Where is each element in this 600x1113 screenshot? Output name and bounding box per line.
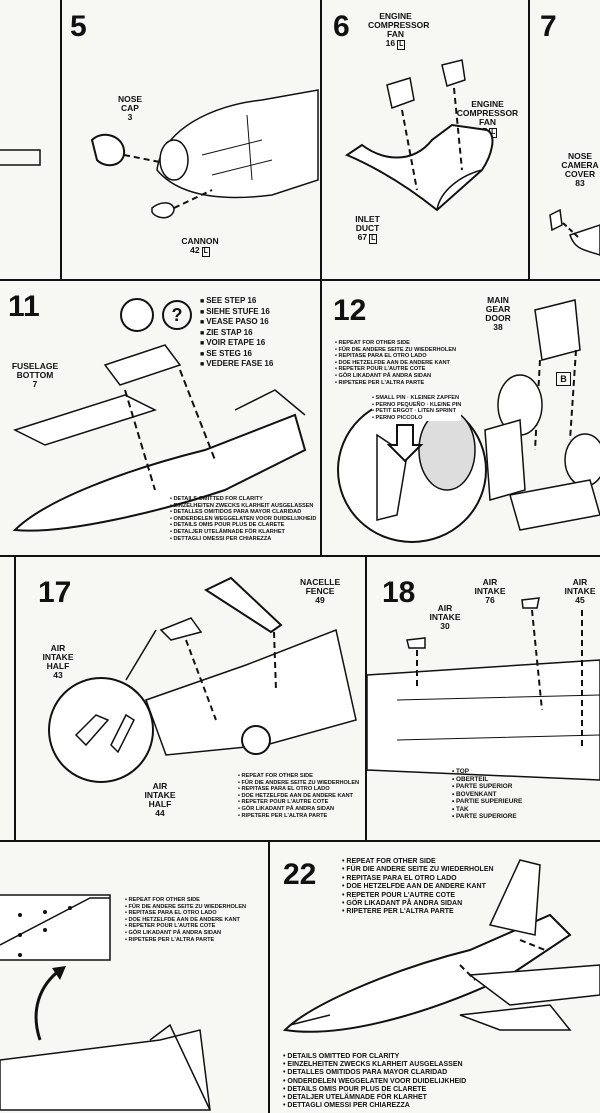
question-mark-icon: ? — [162, 300, 192, 330]
aircraft-wing-drawing — [270, 855, 600, 1055]
step-18-number: 18 — [382, 576, 416, 609]
inlet-duct-drawing — [322, 40, 527, 250]
main-gear-drawing — [480, 300, 600, 540]
row-divider-1 — [0, 279, 600, 281]
top-notes: TOPOBERTEIL PARTE SUPERIORBOVENKANT PART… — [452, 768, 522, 821]
step-12-repeat-notes: REPEAT FOR OTHER SIDEFÜR DIE ANDERE SEIT… — [335, 340, 457, 386]
badge-b: B — [556, 372, 571, 386]
wing-flap-drawing — [0, 850, 268, 1110]
step-22-number: 22 — [283, 858, 317, 891]
small-pin-notes: SMALL PIN · KLEINER ZAPFENPERNO PEQUEÑO … — [372, 395, 462, 422]
col-divider-r1a — [60, 0, 62, 279]
fuselage-assembly-drawing — [5, 340, 315, 540]
step-12-number: 12 — [333, 294, 367, 327]
col-divider-r3b — [365, 555, 367, 840]
gear-detail-circle — [337, 395, 487, 545]
hand-detail-icon — [120, 298, 154, 332]
see-step-list: SEE STEP 16SIEHE STUFE 16 VEASE PASO 16Z… — [200, 296, 273, 370]
row-divider-2 — [0, 555, 600, 557]
camera-cover-drawing — [530, 195, 600, 265]
step-6-number: 6 — [333, 10, 350, 43]
col-divider-r3a — [14, 555, 16, 840]
step-22-repeat-notes: REPEAT FOR OTHER SIDEFÜR DIE ANDERE SEIT… — [342, 858, 493, 917]
col-divider-r1b — [320, 0, 322, 279]
col-divider-r1c — [528, 0, 530, 279]
nacelle-drawing — [16, 570, 364, 770]
step-11-details-notes: DETAILS OMITTED FOR CLARITYEINZELHEITEN … — [170, 496, 317, 542]
step-17-repeat-notes: REPEAT FOR OTHER SIDEFÜR DIE ANDERE SEIT… — [238, 773, 360, 819]
row-divider-3 — [0, 840, 600, 842]
step-7-number: 7 — [540, 10, 557, 43]
partial-drawing-left — [0, 120, 60, 200]
intake-fuselage-drawing — [367, 600, 600, 775]
nose-assembly-drawing — [62, 60, 318, 250]
step-17-number: 17 — [38, 576, 72, 609]
step-21-repeat-notes: REPEAT FOR OTHER SIDEFÜR DIE ANDERE SEIT… — [125, 897, 247, 943]
step-11-number: 11 — [8, 290, 40, 323]
col-divider-r4 — [268, 840, 270, 1113]
step-5-number: 5 — [70, 10, 87, 43]
step-22-details-notes: DETAILS OMITTED FOR CLARITYEINZELHEITEN … — [283, 1053, 466, 1110]
col-divider-r2 — [320, 279, 322, 555]
